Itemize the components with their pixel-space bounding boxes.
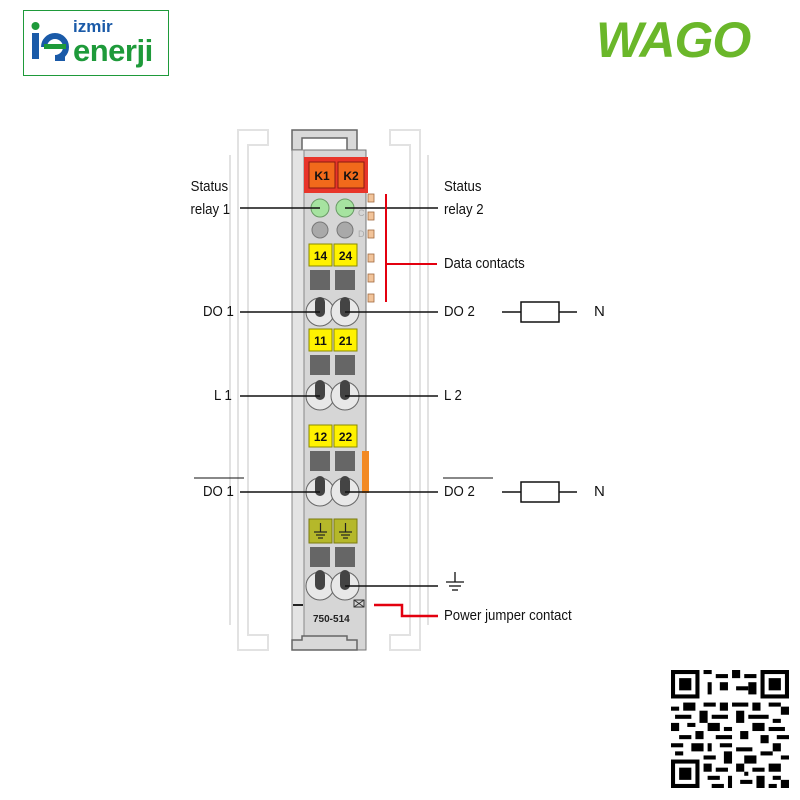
label-data-contacts: Data contacts [444, 255, 525, 272]
terminal-21: 21 [339, 334, 353, 348]
label-power-jumper-contact: Power jumper contact [444, 607, 572, 624]
label-l2: L 2 [444, 387, 462, 404]
side-letter-c: C [358, 208, 365, 218]
terminal-24: 24 [339, 249, 353, 263]
logo-text-izmir: izmir [73, 17, 113, 36]
label-n-bottom: N [594, 483, 605, 500]
label-do1: DO 1 [203, 303, 234, 320]
clamp-pair-do [305, 297, 360, 327]
crossed-box-icon [353, 599, 365, 608]
wago-logo: WAGO [596, 12, 752, 68]
module-body: K1 K2 C D 14 24 [291, 129, 375, 651]
qr-code-icon [671, 670, 789, 788]
terminal-22: 22 [339, 430, 353, 444]
terminal-11: 11 [314, 334, 327, 348]
connector-lines [240, 207, 438, 587]
ground-labels [308, 518, 358, 544]
ground-symbol-icon [446, 572, 464, 591]
izmir-enerji-mark-icon [31, 22, 69, 61]
logo-text-enerji: enerji [73, 33, 153, 68]
label-do2-inverted: DO 2 [444, 483, 475, 500]
terminal-12: 12 [314, 430, 328, 444]
terminal-14: 14 [314, 249, 328, 263]
data-contacts-bracket [385, 194, 437, 302]
load-resistor-icon [502, 301, 577, 323]
label-n-top: N [594, 303, 605, 320]
clamp-pair-ground [305, 570, 360, 601]
load-resistor-icon-2 [502, 481, 577, 503]
label-status-relay2-line1: Status [444, 178, 482, 195]
din-rail-outline [229, 129, 429, 651]
marker-k1: K1 [314, 169, 330, 183]
data-contacts-strip [367, 193, 375, 303]
label-status-relay1-line1: Status [190, 178, 229, 195]
label-do2: DO 2 [444, 303, 475, 320]
label-status-relay1-line2: relay 1 [190, 201, 231, 218]
marker-k2: K2 [343, 169, 359, 183]
model-number: 750-514 [313, 614, 350, 625]
label-status-relay2-line2: relay 2 [444, 201, 484, 218]
wago-logo-text: WAGO [596, 12, 751, 68]
side-letter-d: D [358, 229, 365, 239]
power-jumper-line [374, 603, 438, 618]
label-do1-inverted: DO 1 [203, 483, 234, 500]
label-l1: L 1 [214, 387, 232, 404]
power-jumper-marker [362, 451, 369, 493]
izmir-enerji-logo: izmir enerji [23, 10, 169, 76]
